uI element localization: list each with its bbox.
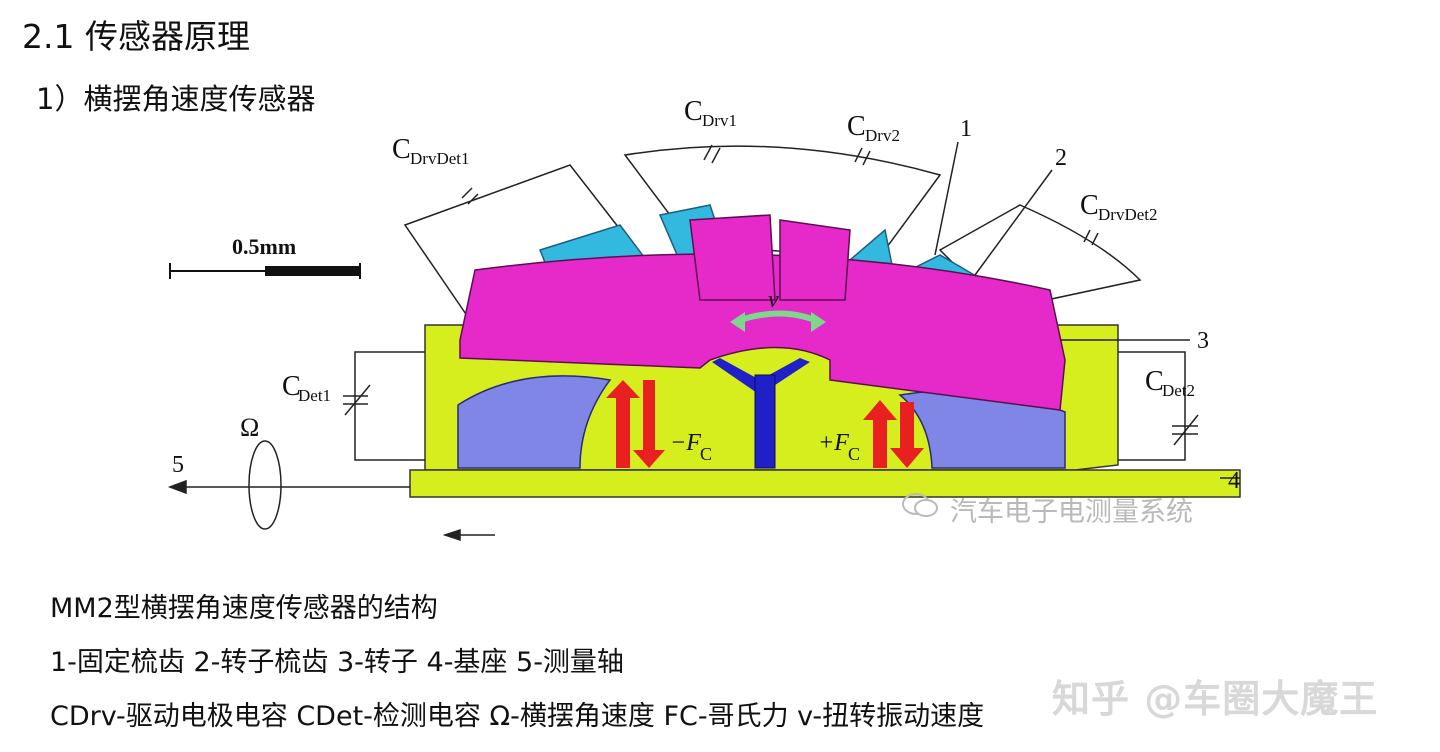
scale-bar-label: 0.5mm [232, 234, 296, 259]
c-drv2-label: C [847, 111, 866, 142]
number-3: 3 [1197, 328, 1209, 354]
v-label: v [768, 287, 779, 313]
omega-label: Ω [240, 413, 259, 442]
number-1: 1 [960, 116, 972, 142]
zhihu-watermark: 知乎 @车圈大魔王 [1052, 677, 1379, 721]
scale-bar: 0.5mm [169, 234, 361, 279]
diagram-watermark: 汽车电子电测量系统 [950, 497, 1193, 528]
c-drv1-label: C [684, 96, 703, 127]
number-5: 5 [172, 452, 184, 478]
coriolis-arrows-right [863, 400, 924, 468]
leader-lines [934, 141, 1240, 479]
measurement-axis [167, 440, 495, 542]
c-det2-sub: Det2 [1162, 381, 1195, 400]
plus-fc-sub: C [848, 444, 860, 464]
detection-electrodes [457, 375, 1066, 469]
minus-fc-sub: C [700, 444, 712, 464]
number-4: 4 [1228, 468, 1240, 494]
caption-symbols: CDrv-驱动电极电容 CDet-检测电容 Ω-横摆角速度 FC-哥氏力 v-扭… [50, 701, 985, 732]
c-drvdet1-label: C [392, 134, 411, 165]
sub-title: 1）横摆角速度传感器 [36, 82, 316, 116]
det1-circuit [343, 351, 425, 461]
c-drv1-sub: Drv1 [702, 111, 737, 130]
coriolis-arrows-left [606, 380, 665, 468]
caption-parts: 1-固定梳齿 2-转子梳齿 3-转子 4-基座 5-测量轴 [50, 647, 624, 678]
c-drvdet2-sub: DrvDet2 [1098, 205, 1157, 224]
rotor [459, 214, 1066, 411]
c-det1-sub: Det1 [298, 386, 331, 405]
c-drv2-sub: Drv2 [865, 126, 900, 145]
c-det1-label: C [282, 371, 301, 402]
central-axis [712, 358, 810, 469]
v-velocity-arrow [730, 310, 826, 332]
wechat-icon [902, 493, 938, 517]
cap-symbols [461, 144, 1099, 246]
plus-fc-label: +F [818, 430, 849, 456]
minus-fc-label: −F [670, 430, 701, 456]
c-det2-label: C [1145, 366, 1164, 397]
c-drvdet1-sub: DrvDet1 [410, 149, 469, 168]
section-title: 2.1 传感器原理 [22, 17, 250, 56]
det2-circuit [1118, 351, 1199, 461]
caption-title: MM2型横摆角速度传感器的结构 [50, 593, 438, 624]
number-2: 2 [1055, 145, 1067, 171]
c-drvdet2-label: C [1080, 190, 1099, 221]
